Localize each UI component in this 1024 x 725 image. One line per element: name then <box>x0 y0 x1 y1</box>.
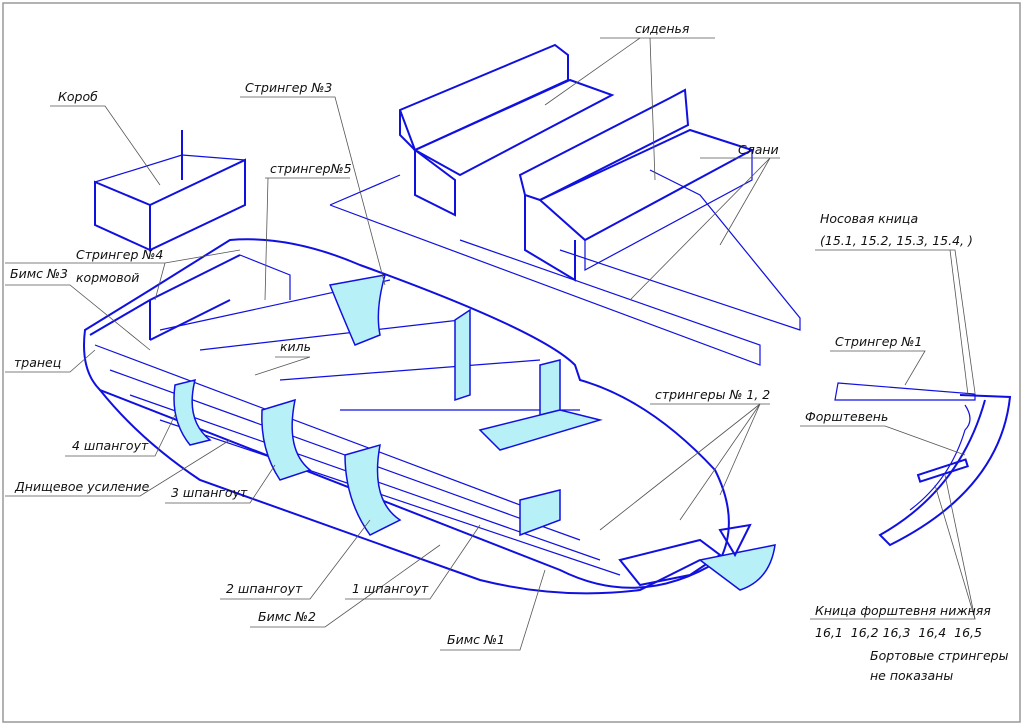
label-beam-3: Бимс №3 <box>10 266 68 281</box>
label-keel: киль <box>280 339 311 354</box>
label-stringer-1: Стрингер №1 <box>835 334 922 349</box>
seats-part <box>399 43 755 282</box>
label-korob: Короб <box>58 89 98 104</box>
label-stringer-5: стрингер№5 <box>270 161 352 176</box>
stem-part <box>834 382 1012 547</box>
label-beam-1: Бимс №1 <box>447 632 505 647</box>
label-stem-knee-parts: 16,1 16,2 16,3 16,4 16,5 <box>815 625 982 640</box>
label-frame-3: 3 шпангоут <box>171 485 248 500</box>
label-seats: сиденья <box>635 21 690 36</box>
hull-part <box>83 238 776 595</box>
floorboards-part <box>329 169 801 366</box>
label-beam-2: Бимс №2 <box>258 609 316 624</box>
label-frame-4: 4 шпангоут <box>72 438 149 453</box>
label-slani: Слани <box>738 142 779 157</box>
label-stem: Форштевень <box>805 409 888 424</box>
label-stem-knee-lower: Кница форштевня нижняя <box>815 603 991 618</box>
label-bow-knee: Носовая кница <box>820 211 918 226</box>
label-frame-2: 2 шпангоут <box>226 581 303 596</box>
label-bottom-reinforcement: Днищевое усиление <box>14 479 150 494</box>
label-stern: кормовой <box>76 270 139 285</box>
label-stringer-3: Стрингер №3 <box>245 80 332 95</box>
label-side-stringers: Бортовые стрингеры <box>870 648 1009 663</box>
box-part <box>94 130 246 252</box>
label-bow-knee-parts: (15.1, 15.2, 15.3, 15.4, ) <box>820 233 973 248</box>
label-stringer-4: Стрингер №4 <box>76 247 163 262</box>
leader-lines <box>5 37 976 651</box>
label-frame-1: 1 шпангоут <box>352 581 429 596</box>
label-transom: транец <box>14 355 61 370</box>
label-stringers-1-2: стрингеры № 1, 2 <box>655 387 770 402</box>
label-not-shown: не показаны <box>870 668 953 683</box>
